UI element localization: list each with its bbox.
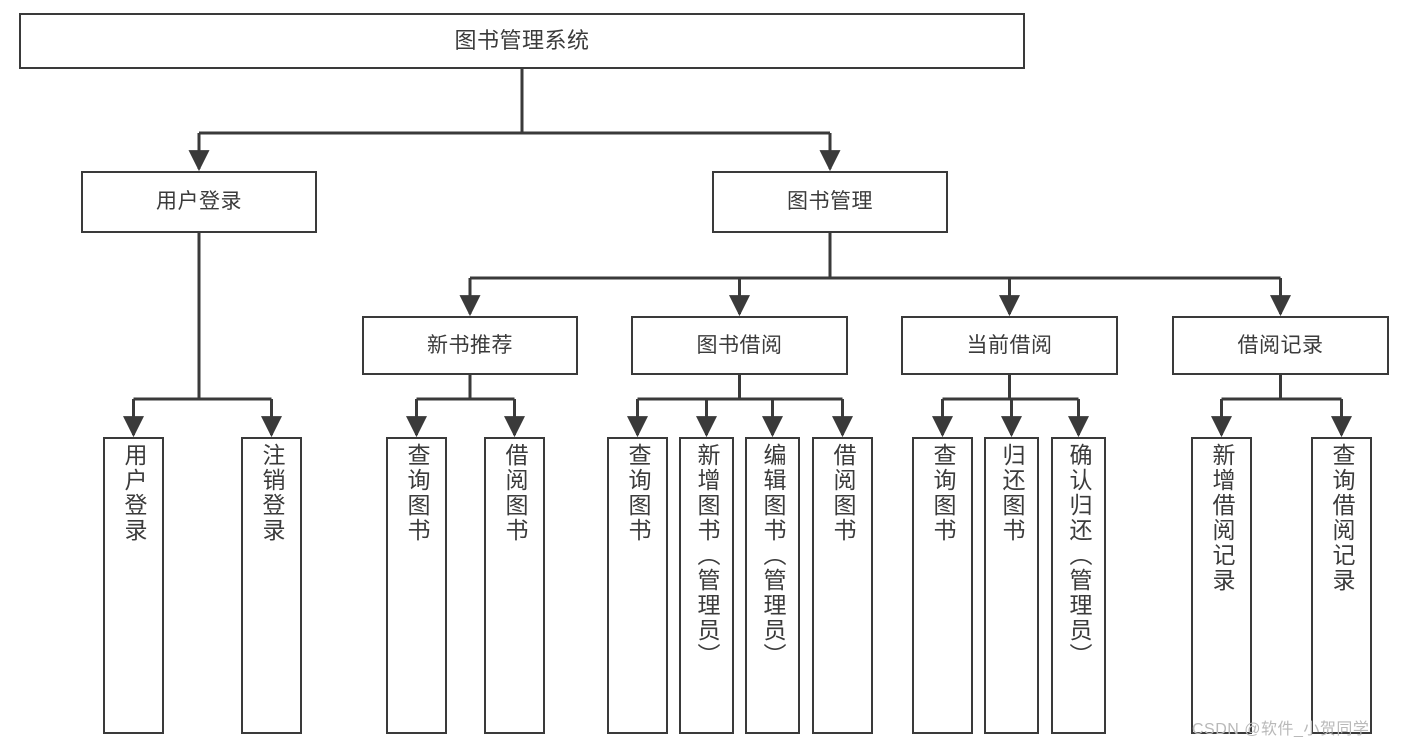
leaf-edit-book-admin-label: 编辑图书（管理员） bbox=[760, 443, 786, 668]
node-root-label: 图书管理系统 bbox=[454, 27, 590, 53]
leaf-borrow-book-recommend[interactable]: 借阅图书 bbox=[484, 437, 545, 734]
node-new-book-recommend[interactable]: 新书推荐 bbox=[362, 316, 578, 375]
csdn-watermark: CSDN @软件_小贺同学 bbox=[1192, 721, 1370, 738]
node-root[interactable]: 图书管理系统 bbox=[19, 13, 1025, 69]
leaf-query-borrow-record[interactable]: 查询借阅记录 bbox=[1311, 437, 1372, 734]
node-borrow-record[interactable]: 借阅记录 bbox=[1172, 316, 1389, 375]
leaf-add-book-admin-label: 新增图书（管理员） bbox=[694, 443, 720, 668]
node-book-borrow[interactable]: 图书借阅 bbox=[631, 316, 848, 375]
leaf-query-book-current-label: 查询图书 bbox=[930, 443, 956, 543]
node-book-management-label: 图书管理 bbox=[787, 190, 873, 214]
leaf-borrow-book-label: 借阅图书 bbox=[830, 443, 856, 543]
leaf-edit-book-admin[interactable]: 编辑图书（管理员） bbox=[745, 437, 800, 734]
leaf-return-book[interactable]: 归还图书 bbox=[984, 437, 1039, 734]
node-borrow-record-label: 借阅记录 bbox=[1237, 333, 1324, 357]
leaf-return-book-label: 归还图书 bbox=[999, 443, 1025, 543]
leaf-borrow-book[interactable]: 借阅图书 bbox=[812, 437, 873, 734]
leaf-confirm-return-admin[interactable]: 确认归还（管理员） bbox=[1051, 437, 1106, 734]
node-current-borrow[interactable]: 当前借阅 bbox=[901, 316, 1118, 375]
leaf-query-book-current[interactable]: 查询图书 bbox=[912, 437, 973, 734]
leaf-add-borrow-record[interactable]: 新增借阅记录 bbox=[1191, 437, 1252, 734]
node-user-login-label: 用户登录 bbox=[156, 190, 242, 214]
leaf-logout-label: 注销登录 bbox=[259, 443, 285, 543]
leaf-add-borrow-record-label: 新增借阅记录 bbox=[1209, 443, 1235, 593]
leaf-query-book-recommend-label: 查询图书 bbox=[404, 443, 430, 543]
node-book-management[interactable]: 图书管理 bbox=[712, 171, 948, 233]
leaf-user-login[interactable]: 用户登录 bbox=[103, 437, 164, 734]
leaf-confirm-return-admin-label: 确认归还（管理员） bbox=[1066, 443, 1092, 668]
leaf-add-book-admin[interactable]: 新增图书（管理员） bbox=[679, 437, 734, 734]
leaf-query-book-borrow-label: 查询图书 bbox=[625, 443, 651, 543]
node-book-borrow-label: 图书借阅 bbox=[696, 333, 783, 357]
leaf-query-borrow-record-label: 查询借阅记录 bbox=[1329, 443, 1355, 593]
leaf-logout[interactable]: 注销登录 bbox=[241, 437, 302, 734]
node-new-book-recommend-label: 新书推荐 bbox=[427, 333, 513, 357]
leaf-query-book-recommend[interactable]: 查询图书 bbox=[386, 437, 447, 734]
leaf-user-login-label: 用户登录 bbox=[121, 443, 147, 543]
node-current-borrow-label: 当前借阅 bbox=[966, 333, 1053, 357]
node-user-login[interactable]: 用户登录 bbox=[81, 171, 317, 233]
leaf-borrow-book-recommend-label: 借阅图书 bbox=[502, 443, 528, 543]
leaf-query-book-borrow[interactable]: 查询图书 bbox=[607, 437, 668, 734]
